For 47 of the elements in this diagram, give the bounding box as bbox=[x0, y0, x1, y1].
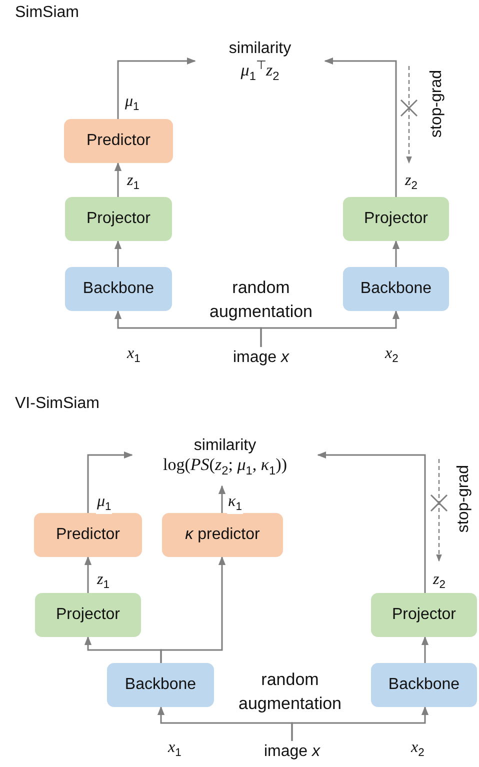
formula: μ$_{1}$$^{⊤}$z$_{2}$ bbox=[240, 58, 280, 84]
arrow bbox=[87, 451, 133, 513]
node-label: image x bbox=[264, 743, 320, 761]
node-label: Projector bbox=[56, 606, 120, 624]
node-label: Backbone bbox=[360, 280, 432, 298]
backbone-box bbox=[107, 663, 214, 707]
node-label: κ predictor bbox=[185, 526, 260, 544]
node-label: similarity bbox=[194, 436, 256, 455]
predictor-box bbox=[34, 513, 142, 557]
node-label: image x bbox=[232, 349, 290, 367]
projector-box bbox=[65, 197, 172, 241]
panel-title: SimSiam bbox=[15, 4, 80, 22]
node-label: Projector bbox=[86, 210, 151, 228]
arrow bbox=[114, 162, 122, 197]
panel-title: VI-SimSiam bbox=[15, 395, 100, 413]
arrow bbox=[117, 57, 196, 119]
formula: log(PS(z$_{2}$; μ$_{1}$, κ$_{1}$)) bbox=[163, 454, 287, 478]
arrow bbox=[84, 556, 92, 593]
arrow bbox=[114, 240, 122, 267]
node-label: Backbone bbox=[388, 676, 460, 694]
node-label: Projector bbox=[392, 606, 456, 624]
annotation: stop-grad bbox=[455, 465, 473, 533]
arrow bbox=[160, 556, 226, 663]
projector-box bbox=[35, 593, 141, 637]
node-label: Backbone bbox=[82, 280, 154, 298]
predictor-box bbox=[162, 513, 283, 557]
node-label: Predictor bbox=[56, 526, 120, 544]
backbone-box bbox=[65, 267, 172, 311]
node-label: Predictor bbox=[86, 132, 151, 150]
arrow bbox=[317, 451, 426, 593]
arrow bbox=[324, 57, 397, 197]
arrow bbox=[291, 706, 429, 741]
backbone-box bbox=[371, 663, 477, 707]
arrow bbox=[421, 636, 429, 663]
node-label: Projector bbox=[364, 210, 428, 228]
projector-box bbox=[343, 197, 449, 241]
node-label: Backbone bbox=[124, 676, 196, 694]
arrow bbox=[392, 240, 400, 267]
arrow bbox=[260, 310, 400, 347]
node-label: similarity bbox=[228, 40, 292, 58]
annotation: random augmentation bbox=[208, 277, 314, 323]
annotation: stop-grad bbox=[428, 70, 446, 138]
predictor-box bbox=[64, 119, 173, 163]
annotation: random augmentation bbox=[237, 669, 343, 715]
projector-box bbox=[371, 593, 477, 637]
arrow bbox=[218, 485, 226, 513]
backbone-box bbox=[343, 267, 449, 311]
